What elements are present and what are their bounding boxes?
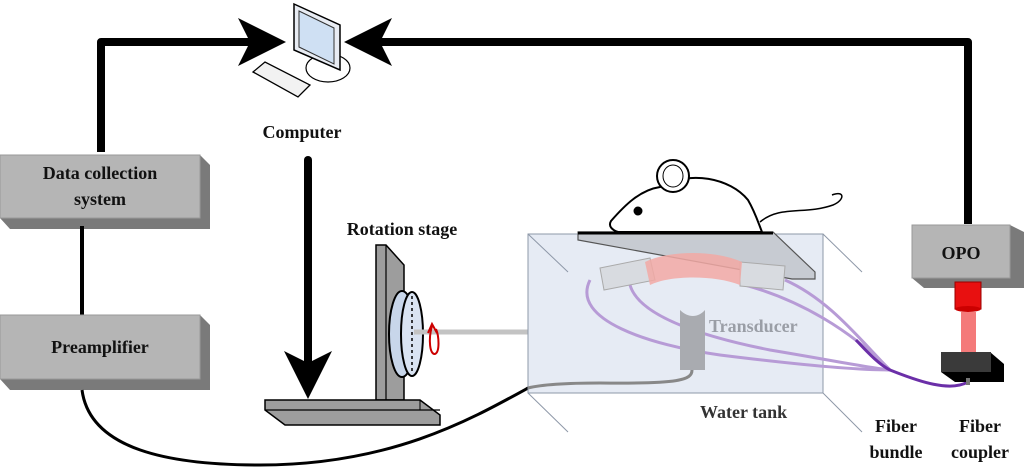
fiber-to-coupler bbox=[854, 338, 969, 388]
sample-holder bbox=[599, 253, 786, 291]
transducer bbox=[680, 310, 705, 370]
rotation-stage-label: Rotation stage bbox=[347, 219, 458, 239]
transducer-cable bbox=[527, 369, 694, 390]
laser-output bbox=[954, 281, 982, 354]
rotation-stage bbox=[264, 244, 441, 426]
fiber-coupler-label-line2: coupler bbox=[951, 442, 1009, 462]
cable-preamp-transducer bbox=[80, 386, 529, 467]
data-collection-label-line1: Data collection bbox=[43, 163, 157, 183]
water-tank-label: Water tank bbox=[700, 402, 787, 422]
arrow-opo-to-computer bbox=[344, 18, 972, 224]
fiber-bundle bbox=[585, 278, 892, 372]
data-collection-label-line2: system bbox=[74, 189, 126, 209]
opo-box bbox=[911, 224, 1024, 288]
fiber-bundle-label-line2: bundle bbox=[869, 442, 922, 462]
preamplifier-label: Preamplifier bbox=[51, 337, 149, 357]
transducer-label: Transducer bbox=[709, 316, 798, 336]
data-collection-box bbox=[0, 154, 210, 229]
computer-icon bbox=[251, 2, 351, 98]
mouse-illustration bbox=[608, 159, 843, 233]
arrow-daq-to-computer bbox=[97, 18, 286, 152]
computer-label: Computer bbox=[263, 122, 342, 142]
opo-label: OPO bbox=[942, 243, 981, 263]
fiber-coupler bbox=[941, 352, 1004, 385]
fiber-bundle-label-line1: Fiber bbox=[875, 416, 917, 436]
rotation-arrow-icon bbox=[427, 321, 440, 355]
preamplifier-box bbox=[0, 314, 210, 390]
fiber-coupler-label-line1: Fiber bbox=[959, 416, 1001, 436]
